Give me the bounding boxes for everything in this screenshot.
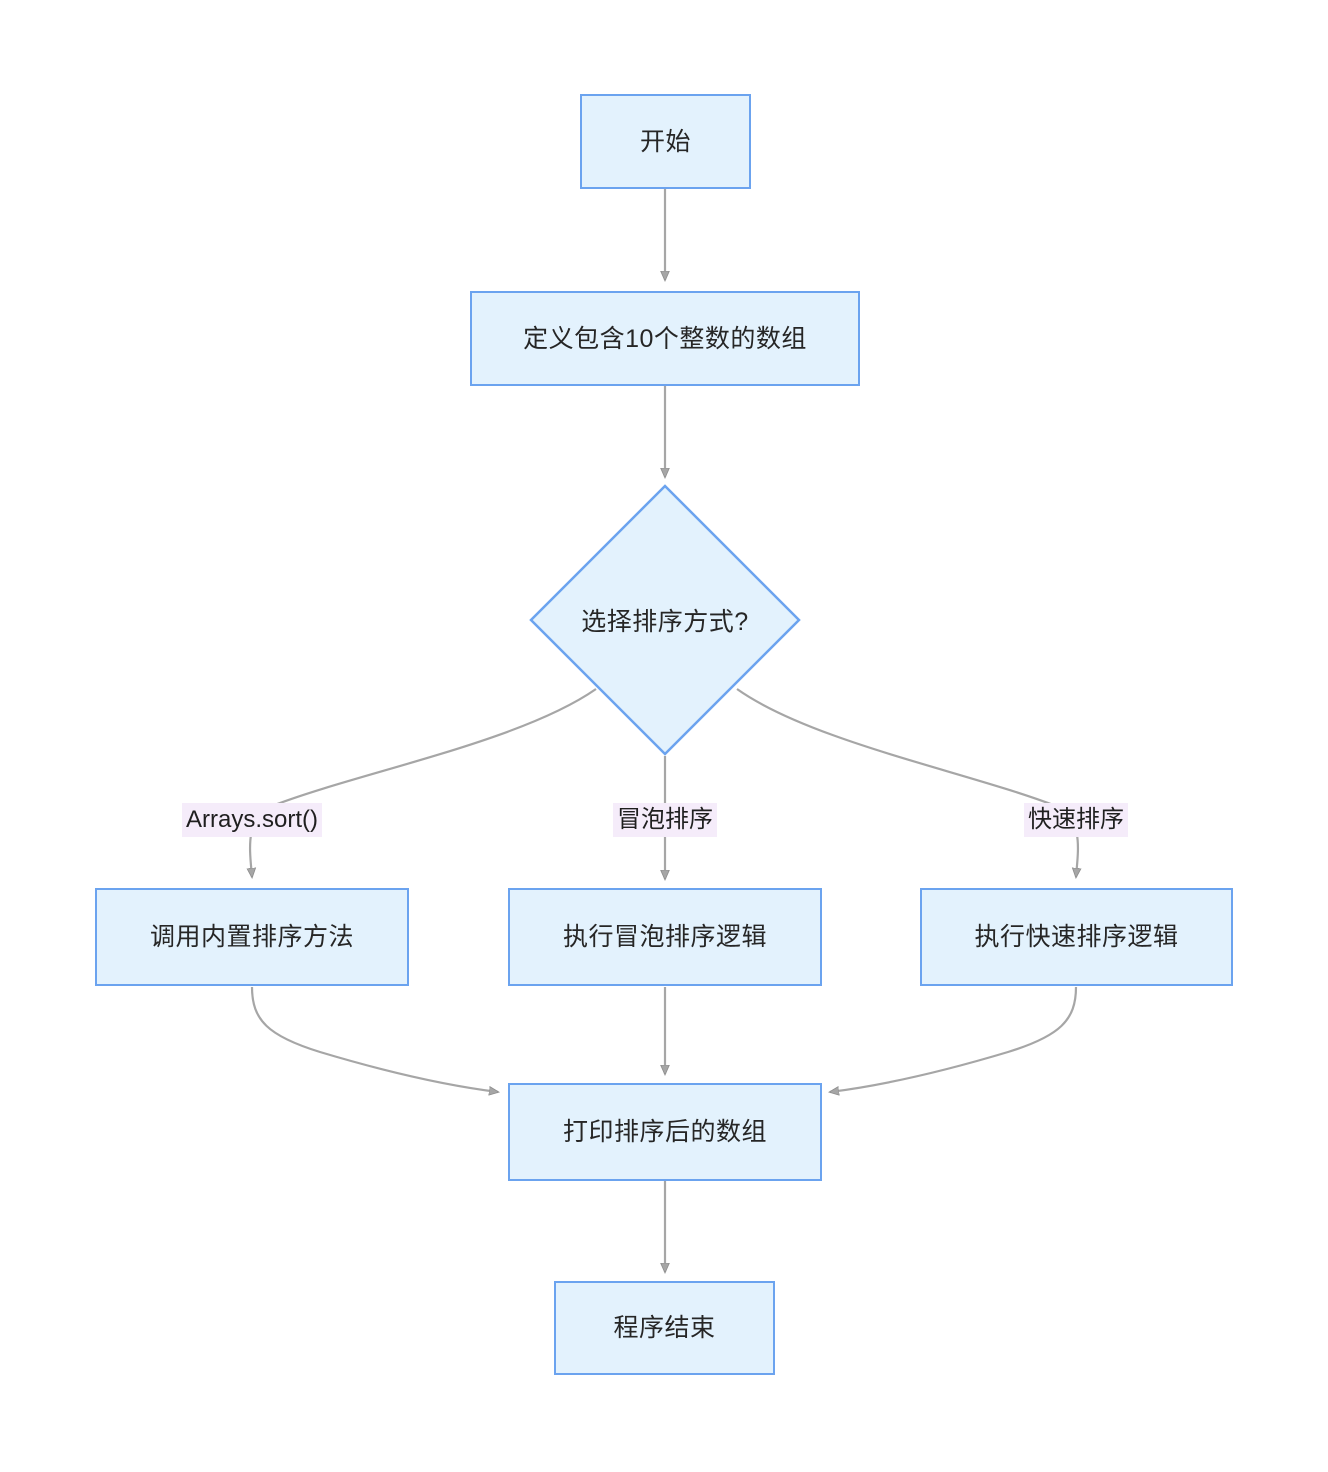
node-choose-sort-label: 选择排序方式? (581, 608, 749, 636)
node-quick-sort[interactable]: 执行快速排序逻辑 (920, 888, 1233, 986)
node-bubble-sort-label: 执行冒泡排序逻辑 (562, 923, 767, 951)
node-program-end-label: 程序结束 (613, 1314, 716, 1342)
edge-label-arrays-sort-text: Arrays.sort() (186, 806, 318, 833)
edge-quick-to-print (830, 986, 1078, 1092)
node-builtin-sort[interactable]: 调用内置排序方法 (95, 888, 409, 986)
node-bubble-sort[interactable]: 执行冒泡排序逻辑 (508, 888, 822, 986)
edge-label-bubble-sort-text: 冒泡排序 (617, 806, 713, 833)
node-choose-sort-label-wrap: 选择排序方式? (529, 484, 801, 756)
node-quick-sort-label: 执行快速排序逻辑 (974, 923, 1179, 951)
edge-label-bubble-sort: 冒泡排序 (613, 803, 717, 837)
node-choose-sort[interactable]: 选择排序方式? (529, 484, 801, 756)
node-print-array-label: 打印排序后的数组 (562, 1118, 767, 1146)
node-define-array[interactable]: 定义包含10个整数的数组 (470, 291, 860, 386)
node-start[interactable]: 开始 (580, 94, 751, 189)
node-define-array-label: 定义包含10个整数的数组 (523, 324, 807, 353)
edge-builtin-to-print (250, 986, 498, 1092)
node-print-array[interactable]: 打印排序后的数组 (508, 1083, 822, 1181)
diamond-shape (529, 484, 801, 756)
edge-label-quick-sort-text: 快速排序 (1028, 806, 1124, 833)
edge-label-arrays-sort: Arrays.sort() (182, 803, 322, 837)
node-start-label: 开始 (639, 127, 691, 156)
edge-label-quick-sort: 快速排序 (1024, 803, 1128, 837)
node-builtin-sort-label: 调用内置排序方法 (149, 923, 354, 951)
node-program-end[interactable]: 程序结束 (554, 1281, 775, 1375)
